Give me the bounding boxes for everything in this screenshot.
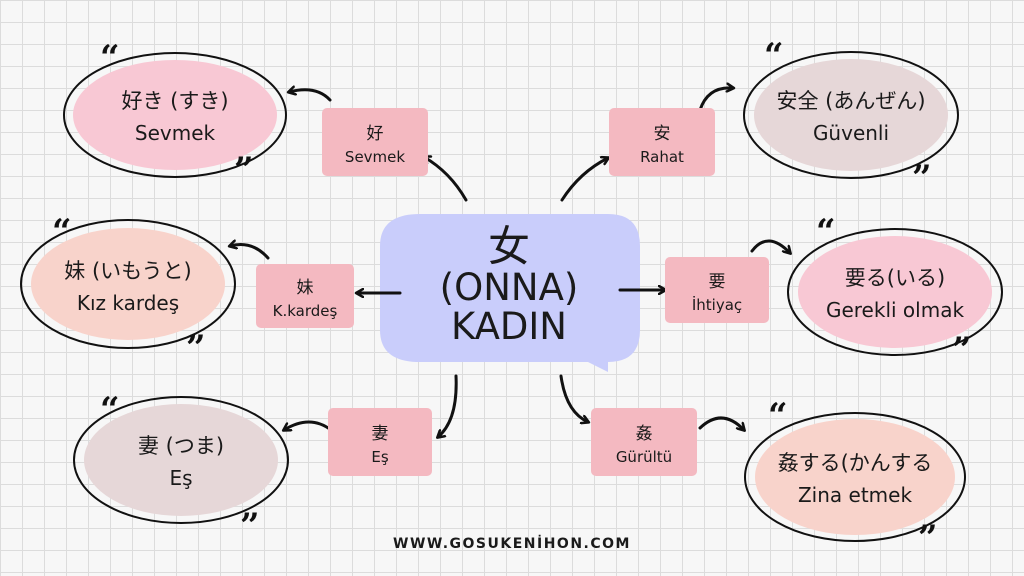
- bubble-tsuma: 妻 (つま) Eş: [81, 415, 281, 505]
- bubble-fill-anzen: [754, 59, 948, 171]
- arrow-center-to-tsuma: [438, 374, 458, 437]
- quote-close-mark: ”: [912, 158, 932, 198]
- bubble-fill-tsuma: [84, 404, 278, 516]
- bubble-ring-suki: [63, 52, 287, 178]
- bubble-ring-imouto: [20, 219, 236, 349]
- bubble-anzen: 安全 (あんぜん) Güvenli: [746, 70, 956, 160]
- center-kanji-card: 女 (ONNA) KADIN: [378, 210, 640, 362]
- label-box-kanji: 好: [366, 123, 384, 144]
- quote-open-mark: “: [816, 212, 836, 252]
- label-box-text: K.kardeş: [272, 301, 338, 320]
- label-box-text: İhtiyaç: [691, 295, 743, 314]
- center-reading: (ONNA): [439, 266, 579, 310]
- bubble-iru: 要る(いる) Gerekli olmak: [795, 247, 995, 337]
- label-box-kansuru: 姦 Gürültü: [591, 408, 697, 476]
- bubble-meaning: Zina etmek: [797, 483, 913, 507]
- label-box-imouto: 妹 K.kardeş: [256, 264, 354, 328]
- bubble-fill-kansuru: [755, 419, 955, 535]
- label-box-text: Gürültü: [615, 447, 673, 466]
- label-box-text: Sevmek: [344, 147, 406, 166]
- arrow-kansuru-box-to-bubble: [698, 416, 744, 430]
- quote-close-mark: ”: [918, 518, 938, 558]
- label-box-kanji: 妻: [371, 423, 389, 444]
- bubble-word: 要る(いる): [844, 266, 946, 290]
- bubble-meaning: Kız kardeş: [76, 291, 180, 315]
- label-box-text: Rahat: [640, 147, 684, 166]
- arrow-center-to-suki: [424, 157, 468, 202]
- bubble-kansuru: 姦する(かんする Zina etmek: [750, 432, 960, 522]
- center-kanji: 女: [487, 222, 530, 272]
- bubble-word: 妻 (つま): [137, 434, 225, 458]
- bubble-imouto: 妹 (いもうと) Kız kardeş: [28, 240, 228, 330]
- label-box-kanji: 妹: [296, 277, 314, 298]
- bubble-fill-suki: [73, 60, 277, 170]
- bubble-ring-kansuru: [744, 412, 966, 542]
- center-speech-bubble: [380, 214, 640, 372]
- bubble-suki: 好き (すき) Sevmek: [75, 70, 275, 160]
- bubble-meaning: Gerekli olmak: [825, 298, 965, 322]
- label-box-suki: 好 Sevmek: [322, 108, 428, 176]
- bubble-fill-iru: [798, 236, 992, 348]
- bubble-meaning: Güvenli: [812, 121, 890, 145]
- arrow-imouto-box-to-bubble: [230, 245, 270, 260]
- label-box-iru: 要 İhtiyaç: [665, 257, 769, 323]
- footer-website-url: WWW.GOSUKENİHON.COM: [393, 536, 631, 552]
- bubble-word: 妹 (いもうと): [64, 259, 192, 283]
- bubble-ring-tsuma: [73, 396, 289, 524]
- bubble-fill-imouto: [31, 228, 225, 340]
- quote-open-mark: “: [764, 36, 784, 76]
- arrow-center-to-kansuru: [559, 374, 588, 422]
- bubble-word: 好き (すき): [121, 89, 229, 113]
- quote-close-mark: ”: [234, 150, 254, 190]
- bubble-word: 姦する(かんする: [777, 451, 933, 475]
- bubble-meaning: Sevmek: [134, 121, 216, 145]
- bubble-word: 安全 (あんぜん): [776, 89, 926, 113]
- arrow-anzen-box-to-bubble: [698, 88, 733, 112]
- arrow-tsuma-box-to-bubble: [284, 420, 333, 430]
- bubble-ring-iru: [787, 228, 1003, 356]
- quote-open-mark: “: [768, 396, 788, 436]
- quote-close-mark: ”: [186, 328, 206, 368]
- quote-close-mark: ”: [240, 506, 260, 546]
- quote-close-mark: ”: [952, 330, 972, 370]
- arrow-iru-box-to-bubble: [750, 239, 790, 253]
- arrow-center-to-anzen: [560, 158, 608, 202]
- label-box-text: Eş: [371, 447, 389, 466]
- quote-open-mark: “: [100, 38, 120, 78]
- quote-open-mark: “: [100, 390, 120, 430]
- label-box-kanji: 安: [653, 123, 671, 144]
- label-box-anzen: 安 Rahat: [609, 108, 715, 176]
- quote-open-mark: “: [52, 212, 72, 252]
- arrow-suki-box-to-bubble: [289, 90, 332, 102]
- label-box-tsuma: 妻 Eş: [328, 408, 432, 476]
- label-box-kanji: 要: [708, 271, 726, 292]
- center-meaning: KADIN: [450, 305, 567, 349]
- bubble-meaning: Eş: [169, 466, 193, 490]
- label-box-kanji: 姦: [635, 423, 653, 444]
- bubble-ring-anzen: [743, 51, 959, 179]
